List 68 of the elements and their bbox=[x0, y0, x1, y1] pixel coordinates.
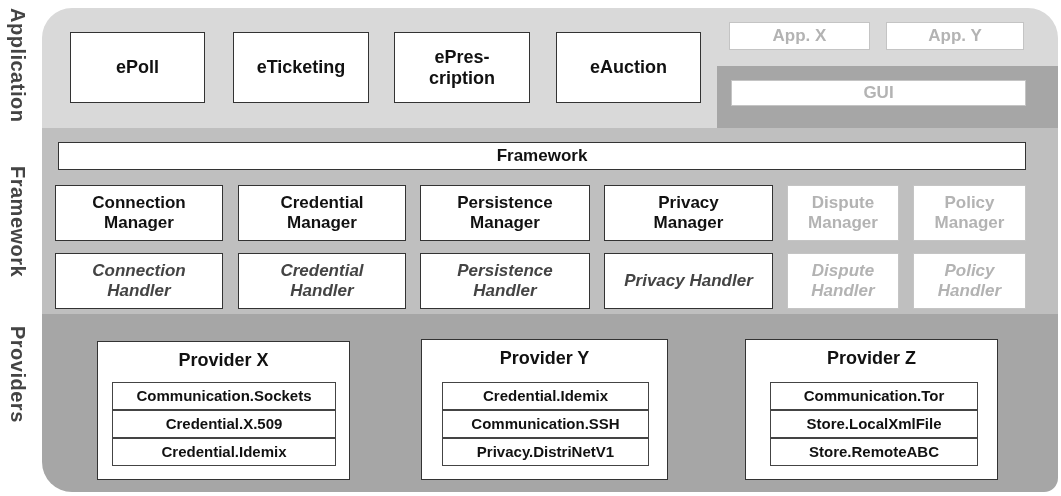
framework-bar bbox=[58, 142, 1026, 170]
module-name: Credential.Idemix bbox=[161, 443, 287, 461]
manager-box bbox=[238, 185, 406, 241]
module-name: Credential.X.509 bbox=[165, 415, 283, 433]
application-box bbox=[556, 32, 701, 103]
application-box bbox=[70, 32, 205, 103]
provider-title: Provider X bbox=[177, 350, 270, 371]
layer-label: Framework bbox=[5, 166, 30, 278]
application-box bbox=[233, 32, 369, 103]
gui-region bbox=[717, 66, 1058, 128]
component-label: Policy Handler bbox=[936, 261, 1003, 301]
module-name: Credential.Idemix bbox=[482, 387, 608, 405]
inactive-handler-box bbox=[913, 253, 1026, 309]
module-name: Store.RemoteABC bbox=[809, 443, 939, 461]
provider-box bbox=[421, 339, 668, 480]
component-label: Privacy Manager bbox=[652, 193, 725, 233]
inactive-box bbox=[731, 80, 1026, 106]
component-label: App. X bbox=[772, 26, 827, 46]
component-label: eAuction bbox=[590, 57, 667, 78]
module-name: Communication.Sockets bbox=[136, 387, 312, 405]
component-label: eTicketing bbox=[256, 57, 346, 78]
provider-title: Provider Z bbox=[826, 348, 917, 369]
module-row bbox=[770, 382, 978, 410]
component-label: Privacy Handler bbox=[624, 271, 753, 291]
provider-title: Provider Y bbox=[498, 348, 591, 369]
component-label: Framework bbox=[496, 146, 588, 166]
component-label: Persistence Handler bbox=[456, 261, 554, 301]
component-label: Connection Manager bbox=[91, 193, 187, 233]
component-label: GUI bbox=[863, 83, 894, 103]
manager-box bbox=[55, 185, 223, 241]
module-row bbox=[112, 438, 336, 466]
component-label: App. Y bbox=[928, 26, 982, 46]
provider-box bbox=[97, 341, 350, 480]
component-label: Persistence Manager bbox=[456, 193, 554, 233]
component-label: Policy Manager bbox=[933, 193, 1006, 233]
layer-label: Providers bbox=[5, 326, 30, 423]
provider-box bbox=[745, 339, 998, 480]
module-row bbox=[770, 410, 978, 438]
manager-box bbox=[420, 185, 590, 241]
inactive-box bbox=[729, 22, 870, 50]
handler-box bbox=[604, 253, 773, 309]
module-row bbox=[442, 410, 649, 438]
module-row bbox=[112, 382, 336, 410]
module-name: Privacy.DistriNetV1 bbox=[476, 443, 615, 461]
inactive-manager-box bbox=[913, 185, 1026, 241]
component-label: Credential Manager bbox=[279, 193, 365, 233]
inactive-handler-box bbox=[787, 253, 899, 309]
inactive-box bbox=[886, 22, 1024, 50]
component-label: Connection Handler bbox=[91, 261, 187, 301]
component-label: ePoll bbox=[116, 57, 159, 78]
handler-box bbox=[420, 253, 590, 309]
module-name: Communication.Tor bbox=[803, 387, 945, 405]
component-label: Dispute Manager bbox=[807, 193, 879, 233]
component-label: Credential Handler bbox=[279, 261, 365, 301]
module-row bbox=[442, 438, 649, 466]
component-label: Dispute Handler bbox=[810, 261, 877, 301]
handler-box bbox=[238, 253, 406, 309]
module-row bbox=[442, 382, 649, 410]
application-box bbox=[394, 32, 530, 103]
module-name: Store.LocalXmlFile bbox=[806, 415, 942, 433]
handler-box bbox=[55, 253, 223, 309]
module-row bbox=[112, 410, 336, 438]
component-label: ePres- cription bbox=[428, 46, 496, 89]
manager-box bbox=[604, 185, 773, 241]
inactive-manager-box bbox=[787, 185, 899, 241]
layer-label: Application bbox=[5, 8, 30, 123]
module-name: Communication.SSH bbox=[471, 415, 620, 433]
module-row bbox=[770, 438, 978, 466]
